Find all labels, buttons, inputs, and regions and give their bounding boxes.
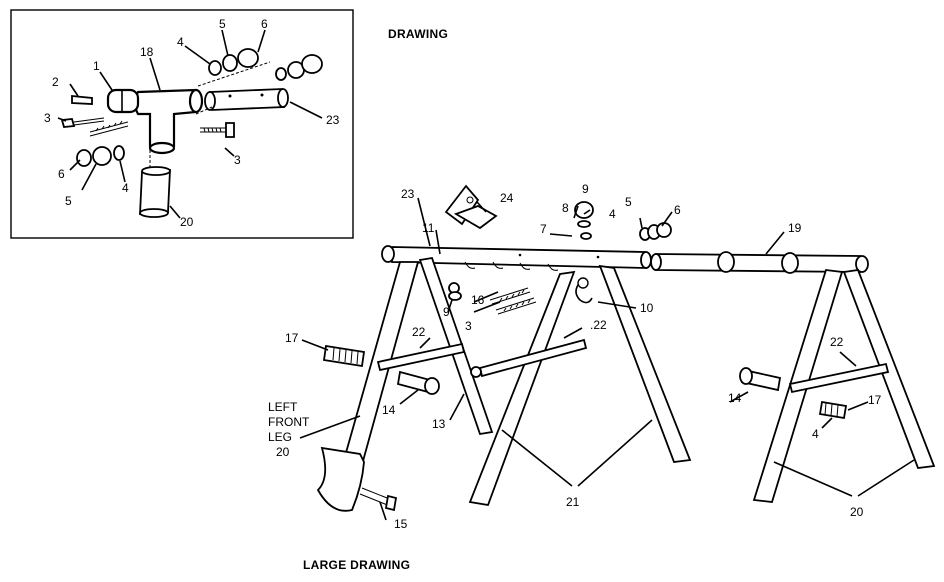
callout-label: 7: [540, 222, 547, 236]
callout-label: 1: [93, 59, 100, 73]
callout-label: 14: [382, 403, 396, 417]
callout-label: 21: [566, 495, 580, 509]
callout-label: 22: [412, 325, 426, 339]
callout-label: 8: [562, 201, 569, 215]
callout-label: 22: [830, 335, 844, 349]
callout-label: 19: [788, 221, 802, 235]
leg-label-line: FRONT: [268, 415, 310, 429]
callout-label: 6: [261, 17, 268, 31]
callout-label: 16: [471, 293, 485, 307]
callout-label: 3: [234, 153, 241, 167]
callout-label: 4: [177, 35, 184, 49]
callout-label: 20: [180, 215, 194, 229]
callout-label: 3: [44, 111, 51, 125]
callout-label: 17: [285, 331, 299, 345]
leg-label-line: LEFT: [268, 400, 298, 414]
callout-label: 13: [432, 417, 446, 431]
callout-label: 24: [500, 191, 514, 205]
callout-label: 4: [609, 207, 616, 221]
callout-label: 9: [443, 305, 450, 319]
main-drawing: [299, 184, 936, 521]
large-drawing-caption: LARGE DRAWING: [303, 558, 411, 572]
drawing-caption: DRAWING: [388, 27, 449, 41]
callout-label: .22: [590, 318, 607, 332]
callout-label: 15: [394, 517, 408, 531]
callout-label: 23: [326, 113, 340, 127]
callout-label: 11: [422, 221, 435, 235]
callout-label: 23: [401, 187, 415, 201]
callout-label: 5: [219, 17, 226, 31]
callout-label: 4: [812, 427, 819, 441]
callout-label: 17: [868, 393, 882, 407]
callout-label: 5: [65, 194, 72, 208]
inset-callouts: 1 2 3 18 4 5 6 23 3 6 5 4 20: [44, 17, 340, 229]
callout-label: 4: [122, 181, 129, 195]
callout-label: 6: [674, 203, 681, 217]
callout-label: 5: [625, 195, 632, 209]
callout-label: 14: [728, 391, 742, 405]
callout-label: 18: [140, 45, 154, 59]
main-callouts: 23 11 24 9 8 7 5 4 6 19 9 16 3 10 .22 17…: [285, 182, 882, 531]
callout-label: 20: [850, 505, 864, 519]
callout-label: 6: [58, 167, 65, 181]
callout-label: 2: [52, 75, 59, 89]
callout-label: 3: [465, 319, 472, 333]
leg-label-line: LEG: [268, 430, 292, 444]
callout-label: 10: [640, 301, 654, 315]
left-front-leg-label: LEFT FRONT LEG 20: [268, 400, 310, 459]
callout-label: 9: [582, 182, 589, 196]
leg-label-line: 20: [276, 445, 290, 459]
inset-drawing: [10, 9, 354, 239]
